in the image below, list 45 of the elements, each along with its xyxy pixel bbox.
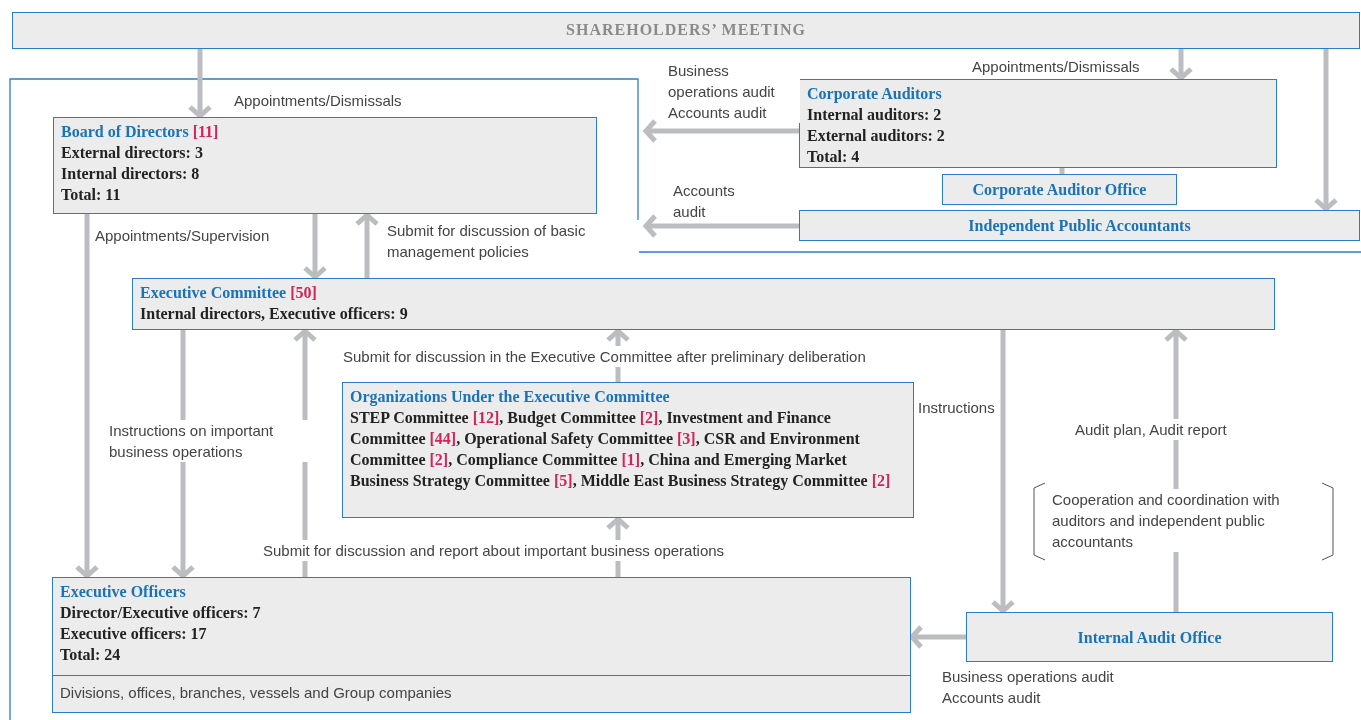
box-title: Board of Directors [11] (61, 122, 220, 142)
arrow (1313, 49, 1339, 212)
org-box (53, 117, 597, 214)
box-text: Total: 24 (60, 645, 122, 665)
box-text: Director/Executive officers: 7 (60, 603, 262, 623)
edge-label: Submit for discussion of basic management policies (385, 220, 639, 262)
box-text: Total: 4 (807, 147, 861, 167)
arrow (187, 49, 213, 119)
box-title: Executive Committee [50] (140, 283, 318, 303)
box-text: Internal directors: 8 (61, 164, 201, 184)
box-text: Executive officers: 17 (60, 624, 208, 644)
org-box (52, 577, 911, 713)
org-box (132, 278, 1275, 330)
box-text: STEP Committee [12], Budget Committee [2], Investment and Finance Committee [44], Operational Safety Committee [3], CSR and Environment Committee [2], Compliance Committee [1], China and Emerging Market Business Strategy Committee [5], Middle East Business Strategy Committee [2] (350, 408, 892, 491)
box-title: Independent Public Accountants (968, 216, 1191, 236)
arrow (354, 212, 380, 278)
box-title: Corporate Auditors (807, 84, 943, 104)
edge-label: Submit for discussion in the Executive Committee after preliminary deliberation (341, 346, 868, 367)
org-box (942, 174, 1177, 205)
edge-label: Submit for discussion and report about important business operations (261, 540, 727, 561)
box-text: External directors: 3 (61, 143, 204, 163)
box-text: Total: 11 (61, 185, 122, 205)
box-title: Executive Officers (60, 582, 187, 602)
org-box (799, 79, 1277, 168)
box-footer: Divisions, offices, branches, vessels and Group companies (53, 675, 910, 709)
box-text: External auditors: 2 (807, 126, 946, 146)
arrow (643, 213, 799, 239)
box-title: Internal Audit Office (1077, 627, 1222, 648)
arrow (302, 214, 328, 280)
arrow (643, 118, 799, 144)
box-text: Internal directors, Executive officers: 9 (140, 304, 409, 324)
arrow (1168, 49, 1194, 81)
arrow (909, 624, 966, 650)
arrow (74, 214, 100, 579)
box-text: Internal auditors: 2 (807, 105, 943, 125)
org-box (966, 612, 1333, 662)
edge-label: Audit plan, Audit report (1073, 419, 1229, 440)
arrow (990, 330, 1016, 614)
box-title: Organizations Under the Executive Committee (350, 387, 671, 407)
box-title: Corporate Auditor Office (972, 180, 1147, 200)
box-title: SHAREHOLDERS’ MEETING (565, 20, 807, 40)
meeting-box (12, 12, 1360, 49)
edge-label: Instructions on important business operations (107, 420, 311, 462)
committee-box (342, 382, 914, 518)
org-box (799, 210, 1360, 241)
